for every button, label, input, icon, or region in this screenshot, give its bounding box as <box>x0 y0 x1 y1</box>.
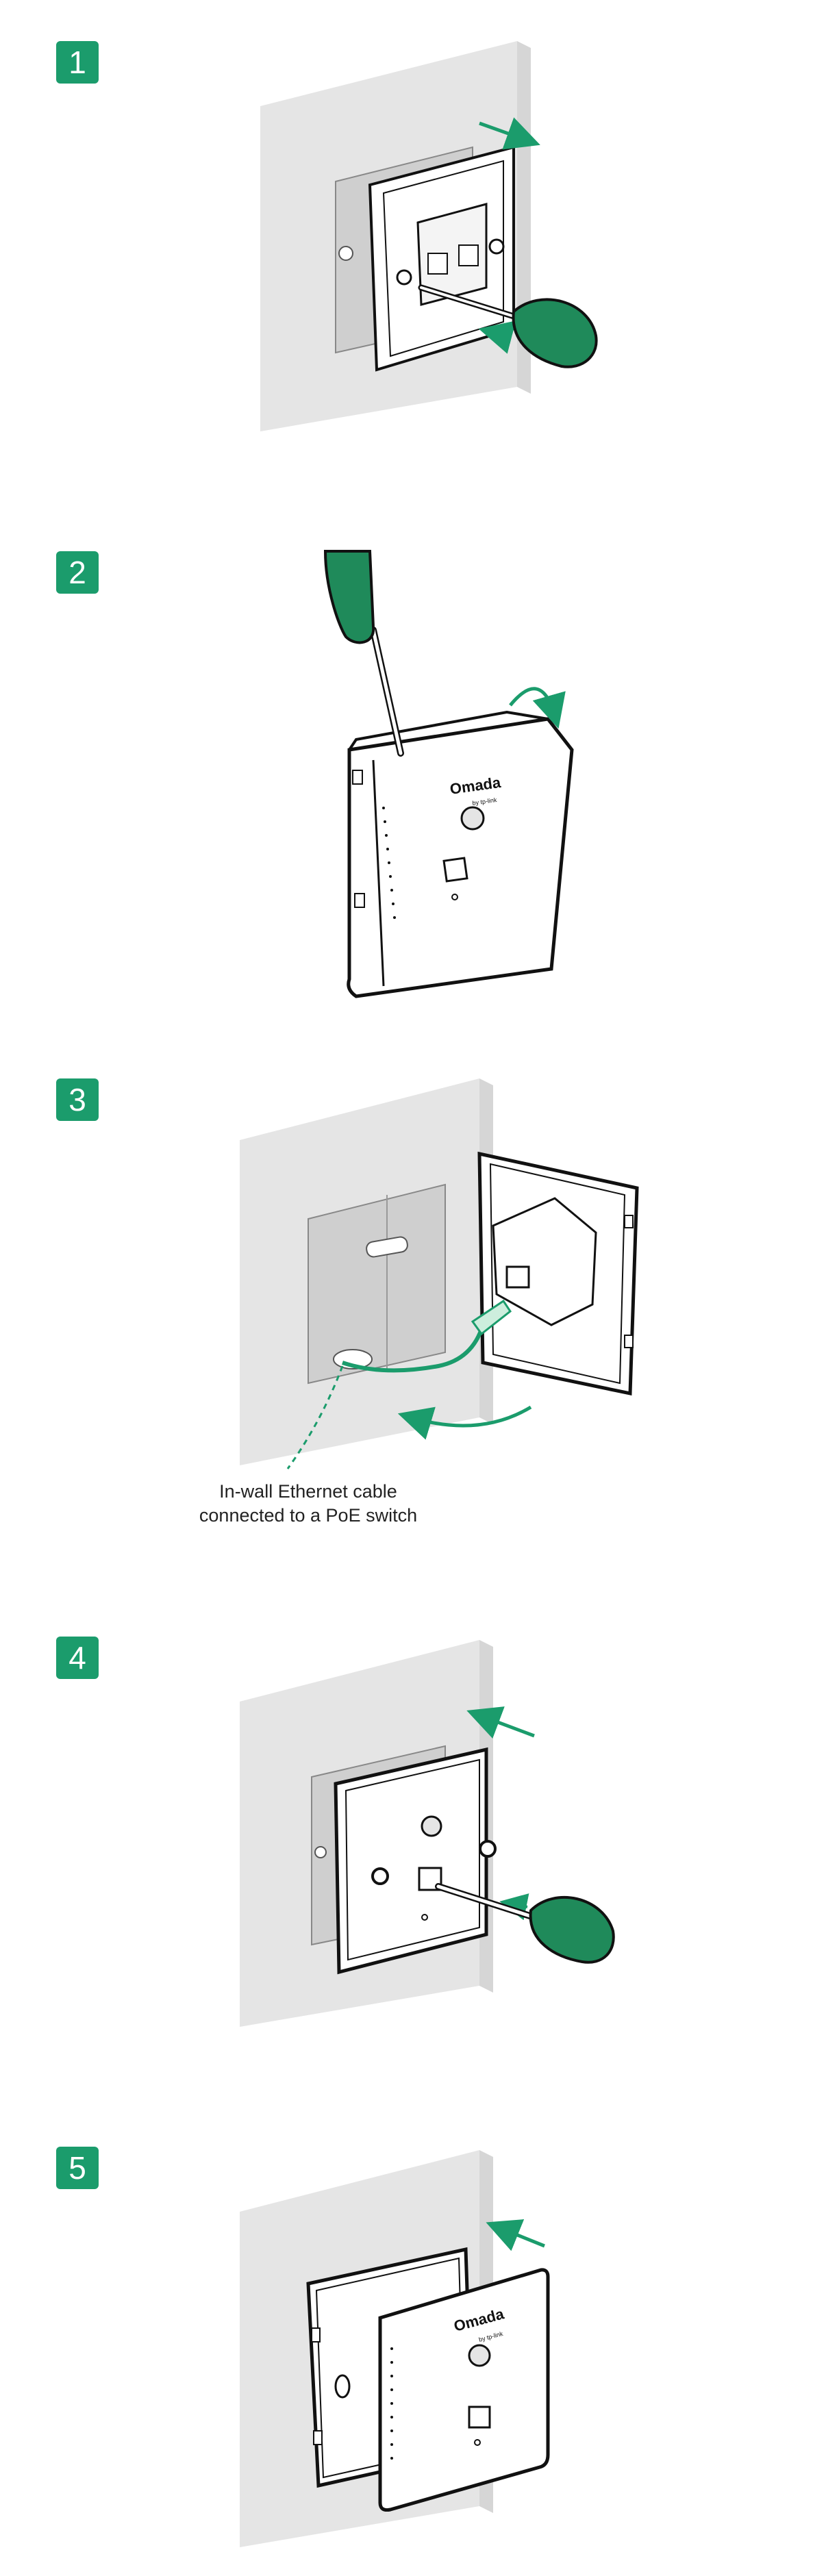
rj45-port <box>505 1265 530 1289</box>
cable-path-dashed <box>286 1365 344 1469</box>
socket-module <box>416 203 488 306</box>
screw-left <box>396 269 412 286</box>
step-2-illustration: Omada by tp-link <box>323 550 574 998</box>
step-5-badge: 5 <box>56 2147 99 2189</box>
push-arrow <box>486 2219 545 2251</box>
rj45-module <box>492 1197 597 1326</box>
led-button <box>468 2344 491 2367</box>
lan-port <box>468 2405 491 2429</box>
box-screw-hole <box>338 246 353 261</box>
rj45-port <box>418 1867 442 1891</box>
lan-port <box>442 857 468 883</box>
rotate-arrow <box>397 1405 532 1440</box>
device-back-panel <box>334 1747 488 1975</box>
step-number: 2 <box>68 555 86 590</box>
pull-arrow <box>479 117 540 150</box>
step-4-illustration <box>240 1640 615 2027</box>
caption-line-1: In-wall Ethernet cable <box>219 1481 397 1502</box>
step-number: 1 <box>68 45 86 80</box>
screwdriver-handle <box>529 1895 615 1964</box>
step-number: 4 <box>68 1640 86 1676</box>
rj45-plug <box>471 1299 512 1336</box>
front-cover <box>378 2268 550 2512</box>
screw-right <box>488 238 505 255</box>
step-1-illustration <box>260 41 598 431</box>
vent-holes <box>390 2347 393 2460</box>
led-button <box>460 806 485 831</box>
step-3-illustration <box>240 1078 639 1469</box>
step-number: 3 <box>68 1082 86 1117</box>
step-5-illustration: Omada by tp-link <box>240 2150 550 2547</box>
step-number: 5 <box>68 2150 86 2186</box>
step-1-badge: 1 <box>56 41 99 84</box>
screw-left <box>371 1867 389 1885</box>
step-4-badge: 4 <box>56 1637 99 1679</box>
ethernet-cable <box>342 1324 485 1373</box>
knob <box>421 1815 442 1837</box>
port-left <box>427 253 448 275</box>
device-back <box>348 710 549 751</box>
caption-line-2: connected to a PoE switch <box>199 1505 418 1526</box>
step-3-badge: 3 <box>56 1078 99 1121</box>
rotate-arrow <box>509 687 566 729</box>
cable-caption: In-wall Ethernet cable connected to a Po… <box>171 1480 445 1528</box>
device-back-inner <box>489 1163 626 1385</box>
screwdriver-handle <box>323 550 375 644</box>
in-wall-box <box>308 1183 446 1385</box>
standoff <box>366 1236 408 1258</box>
vent-holes <box>382 807 396 919</box>
push-arrow-small <box>499 1893 529 1921</box>
screw-right <box>479 1840 497 1858</box>
step-2-badge: 2 <box>56 551 99 594</box>
screwdriver-handle <box>512 298 598 368</box>
push-arrow <box>478 320 516 354</box>
port-right <box>458 244 479 266</box>
push-arrow <box>466 1706 535 1739</box>
